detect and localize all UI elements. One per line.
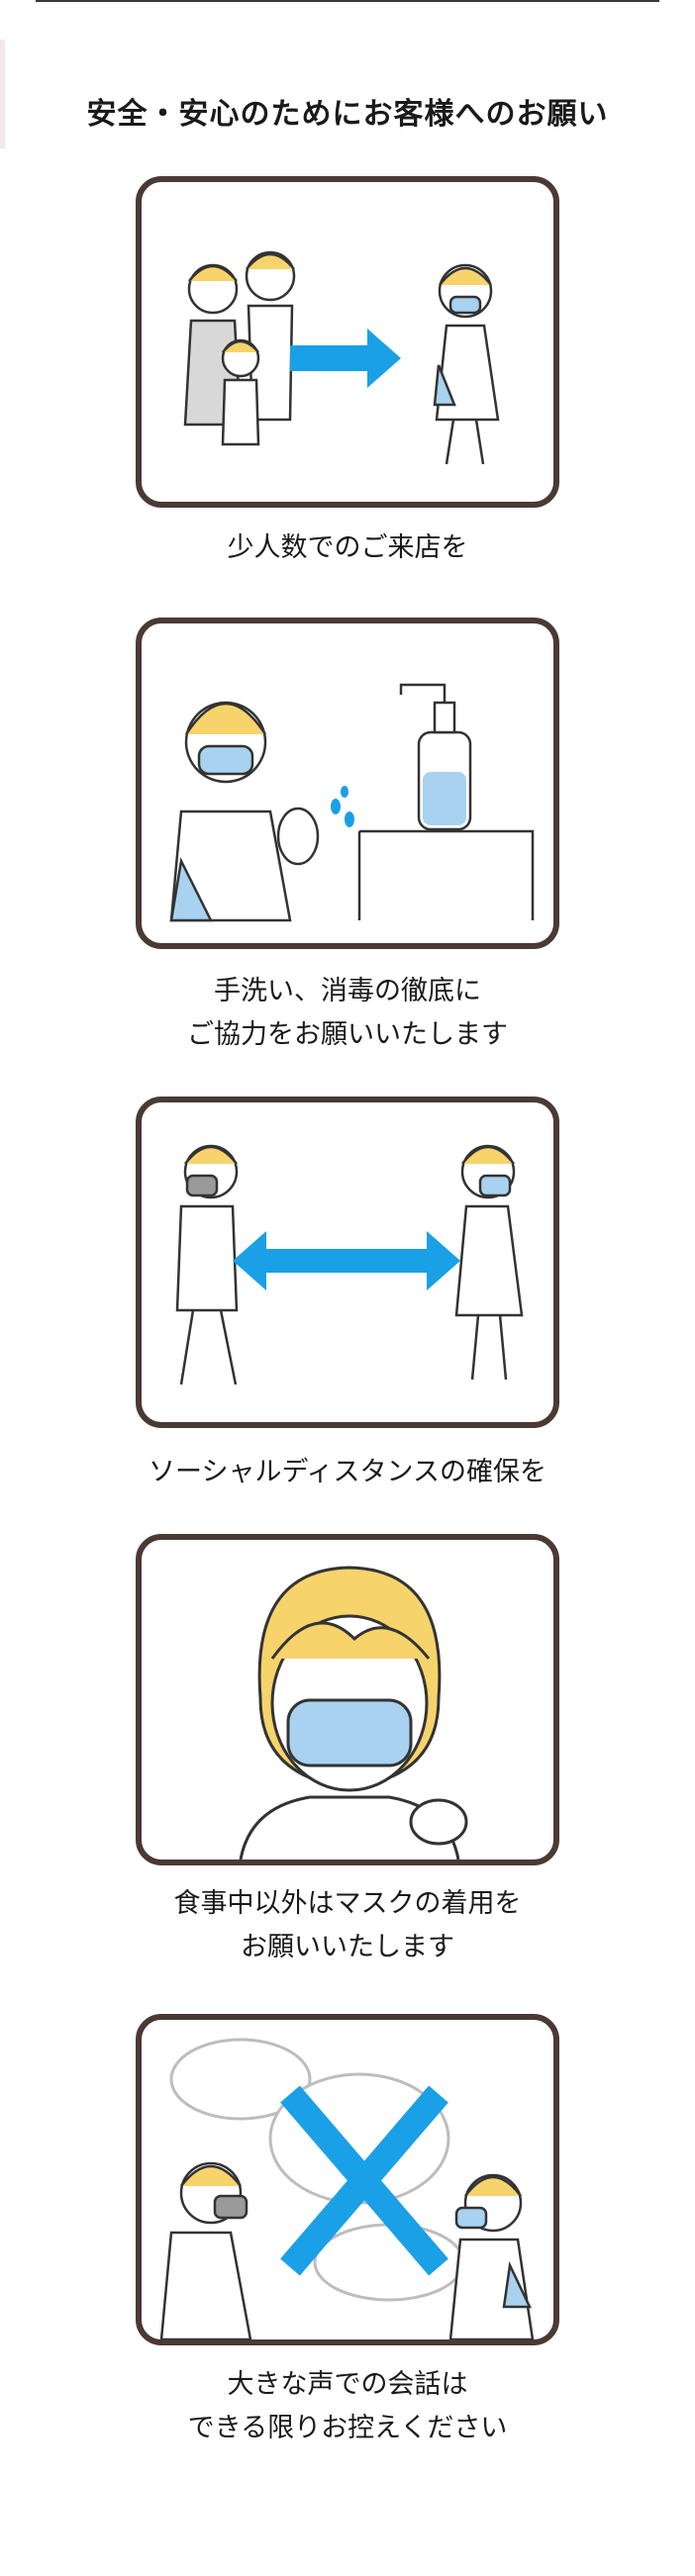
request-card-mask bbox=[136, 1534, 559, 1865]
request-caption-mask: 食事中以外はマスクの着用を お願いいたします bbox=[0, 1882, 695, 1969]
left-accent-strip bbox=[0, 40, 5, 148]
caption-line: お願いいたします bbox=[241, 1932, 454, 1962]
request-caption-no-loud-talking: 大きな声での会話は できる限りお控えください bbox=[0, 2363, 695, 2450]
caption-line: ご協力をお願いいたします bbox=[187, 1019, 508, 1050]
page-title: 安全・安心のためにお客様へのお願い bbox=[86, 97, 609, 133]
face-mask-icon bbox=[239, 1566, 468, 1860]
caption-line: 大きな声での会話は bbox=[227, 2369, 468, 2400]
hand-sanitizer-icon bbox=[169, 683, 535, 922]
request-caption-social-distance: ソーシャルディスタンスの確保を bbox=[0, 1451, 695, 1494]
caption-line: ソーシャルディスタンスの確保を bbox=[148, 1457, 547, 1487]
request-caption-small-group: 少人数でのご来店を bbox=[0, 526, 695, 570]
small-group-icon bbox=[183, 250, 500, 465]
request-card-no-loud-talking bbox=[136, 2014, 559, 2345]
request-caption-hand-washing: 手洗い、消毒の徹底に ご協力をお願いいたします bbox=[0, 970, 695, 1057]
social-distance-icon bbox=[175, 1144, 524, 1385]
caption-line: できる限りお控えください bbox=[187, 2413, 508, 2443]
caption-line: 食事中以外はマスクの着用を bbox=[173, 1888, 522, 1919]
request-card-hand-washing bbox=[136, 618, 559, 949]
no-loud-talking-icon bbox=[159, 2038, 535, 2339]
request-card-small-group bbox=[136, 176, 559, 508]
top-divider bbox=[36, 0, 659, 2]
caption-line: 少人数でのご来店を bbox=[227, 532, 468, 563]
request-card-social-distance bbox=[136, 1097, 559, 1428]
caption-line: 手洗い、消毒の徹底に bbox=[214, 976, 481, 1006]
